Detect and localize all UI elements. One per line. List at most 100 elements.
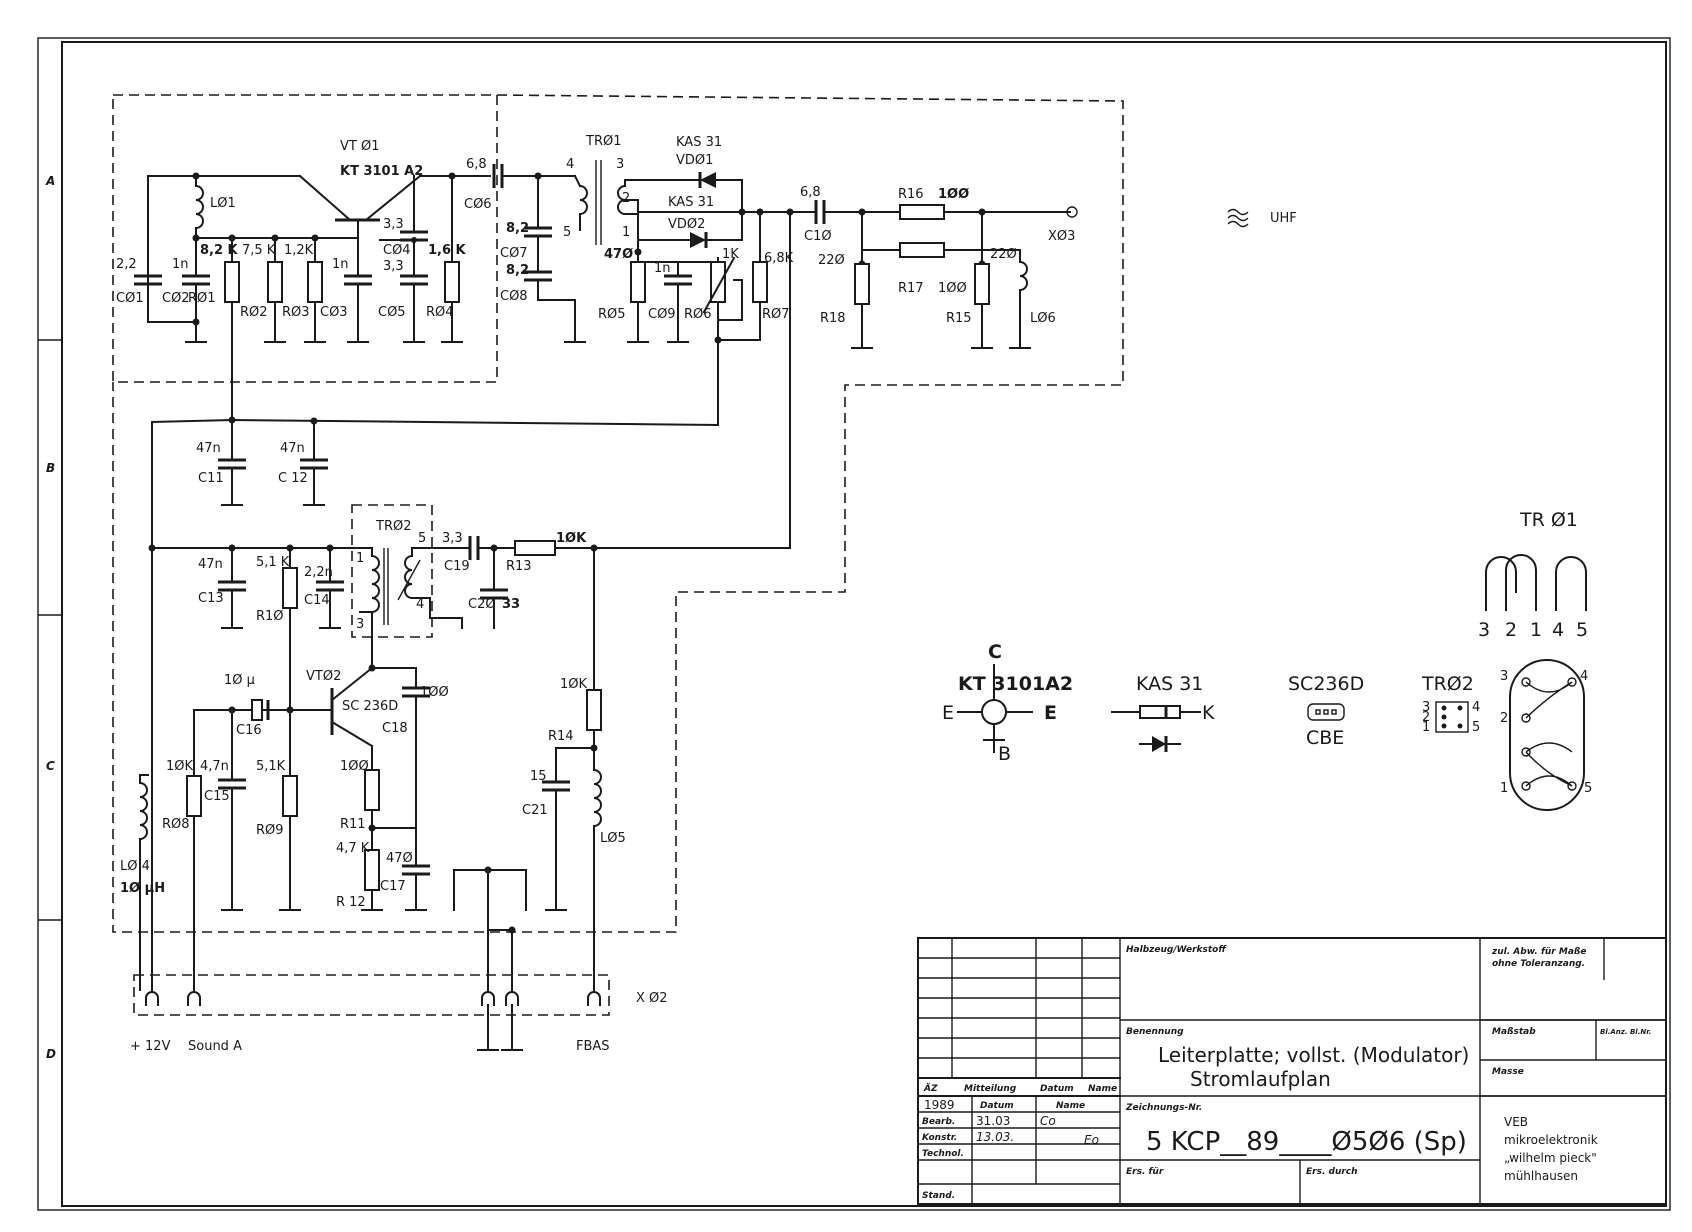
resistor-r10 [282, 567, 298, 609]
label-r05: RØ5 [598, 307, 626, 322]
legend-tr01-p3: 3 [1478, 619, 1490, 641]
label-r09: RØ9 [256, 823, 284, 838]
label-c09: CØ9 [648, 307, 676, 322]
label-r08: RØ8 [162, 817, 190, 832]
row-letter-d: D [46, 1047, 56, 1061]
tr01-winding-a [1485, 556, 1517, 611]
label-r14: R14 [548, 729, 574, 744]
label-c17-value: 47Ø [386, 851, 413, 866]
label-r07-value: 6,8K [764, 251, 794, 266]
resistor-r01 [224, 261, 240, 303]
tr01-footprint [1509, 659, 1585, 811]
label-c20-value: 33 [502, 597, 520, 612]
legend-tr02: TRØ2 [1421, 673, 1474, 695]
label-vd01: VDØ1 [676, 153, 713, 168]
tr02-footprint [1435, 701, 1469, 733]
label-r09-value: 5,1K [256, 759, 286, 774]
tb-mitteilung: Mitteilung [964, 1084, 1017, 1094]
uhf-symbol [1227, 208, 1249, 228]
svg-text:2: 2 [1500, 711, 1508, 726]
legend-kas31: KAS 31 [1136, 673, 1203, 695]
label-tr02-pin5: 5 [418, 531, 426, 546]
tb-ers-fuer: Ers. für [1126, 1167, 1164, 1177]
tb-konstr: Konstr. [922, 1133, 957, 1143]
label-c01-value: 2,2 [116, 257, 137, 272]
label-c07: CØ7 [500, 246, 528, 261]
label-r05-value: 47Ø [604, 247, 633, 262]
label-vt01: VT Ø1 [340, 139, 379, 154]
label-r07: RØ7 [762, 307, 790, 322]
label-r14-value: 1ØK [560, 677, 588, 692]
label-tr01-pin1: 1 [622, 225, 630, 240]
resistor-r09 [282, 775, 298, 817]
legend-tr02-pin4: 4 [1472, 700, 1480, 715]
outer-frame [37, 37, 1671, 1211]
label-c18-value: 1ØØ [420, 685, 449, 700]
label-c15-value: 4,7n [200, 759, 229, 774]
label-c11-value: 47n [196, 441, 221, 456]
tb-zul-abw-1: zul. Abw. für Maße [1491, 947, 1586, 957]
label-r15: R15 [946, 311, 972, 326]
capacitor-c16 [251, 699, 263, 721]
label-x03: XØ3 [1048, 229, 1075, 244]
label-r18: R18 [820, 311, 846, 326]
label-c09-value: 1n [654, 261, 671, 276]
label-c02-value: 1n [172, 257, 189, 272]
legend-tr01-p1: 1 [1530, 619, 1542, 641]
tb-konstr-date: 13.03. [976, 1130, 1014, 1144]
label-tr01-pin4: 4 [566, 157, 574, 172]
legend-tr01-p4: 4 [1552, 619, 1564, 641]
label-r01-value: 8,2 K [200, 243, 239, 258]
label-c03-value: 1n [332, 257, 349, 272]
label-x02: X Ø2 [636, 991, 668, 1006]
label-c10: C1Ø [804, 229, 832, 244]
legend-tr01-p2: 2 [1505, 619, 1517, 641]
label-c20: C2Ø [468, 597, 496, 612]
label-tr01-pin3: 3 [616, 157, 624, 172]
label-c14: C14 [304, 593, 330, 608]
label-l04-value: 1Ø µH [120, 881, 165, 896]
label-c05-value: 3,3 [383, 259, 404, 274]
tb-bearb: Bearb. [922, 1117, 955, 1127]
kt-transistor-body [981, 699, 1007, 725]
svg-text:1: 1 [1422, 720, 1430, 735]
resistor-r16 [899, 204, 945, 220]
label-r18-value: 22Ø [818, 253, 845, 268]
label-tr02: TRØ2 [375, 519, 411, 534]
label-tr01-pin5: 5 [563, 225, 571, 240]
label-c04-value: 3,3 [383, 217, 404, 232]
label-r04: RØ4 [426, 305, 454, 320]
pinout-legend: C KT 3101A2 E E B KAS 31 K SC236D CBE TR… [942, 509, 1592, 811]
label-tr01-pin2: 2 [622, 191, 630, 206]
label-kas31-b: KAS 31 [668, 195, 714, 210]
svg-text:1: 1 [1500, 781, 1508, 796]
legend-kt-b: B [998, 743, 1011, 765]
tb-az: ÄZ [923, 1083, 938, 1094]
label-c14-value: 2,2n [304, 565, 333, 580]
label-l01: LØ1 [210, 196, 236, 211]
legend-tr01: TR Ø1 [1519, 509, 1578, 531]
resistor-r13 [514, 540, 556, 556]
svg-text:5: 5 [1584, 781, 1592, 796]
label-c05: CØ5 [378, 305, 406, 320]
legend-kt-e-left: E [942, 702, 954, 724]
label-kas31-a: KAS 31 [676, 135, 722, 150]
label-c19-value: 3,3 [442, 531, 463, 546]
resistor-r08 [186, 775, 202, 817]
label-c06-value: 6,8 [466, 157, 487, 172]
label-vt01-type: KT 3101 A2 [340, 164, 423, 179]
label-fbas: FBAS [576, 1039, 610, 1054]
svg-text:3: 3 [1422, 700, 1430, 715]
tb-company-3: „wilhelm pieck" [1504, 1151, 1597, 1165]
resistor-r11 [364, 769, 380, 811]
inductor-tr02-primary [370, 554, 380, 614]
tb-benennung: Benennung [1126, 1027, 1184, 1037]
label-r17: R17 [898, 281, 924, 296]
tb-zeichnungs-nr: Zeichnungs-Nr. [1125, 1103, 1202, 1113]
tb-title-line2: Stromlaufplan [1190, 1067, 1331, 1091]
shield-oscillator [112, 94, 498, 383]
label-tr02-pin4: 4 [416, 597, 424, 612]
diode-vd02 [690, 232, 706, 248]
tb-bearb-date: 31.03 [976, 1114, 1010, 1128]
label-r10-value: 5,1 K [256, 555, 290, 570]
